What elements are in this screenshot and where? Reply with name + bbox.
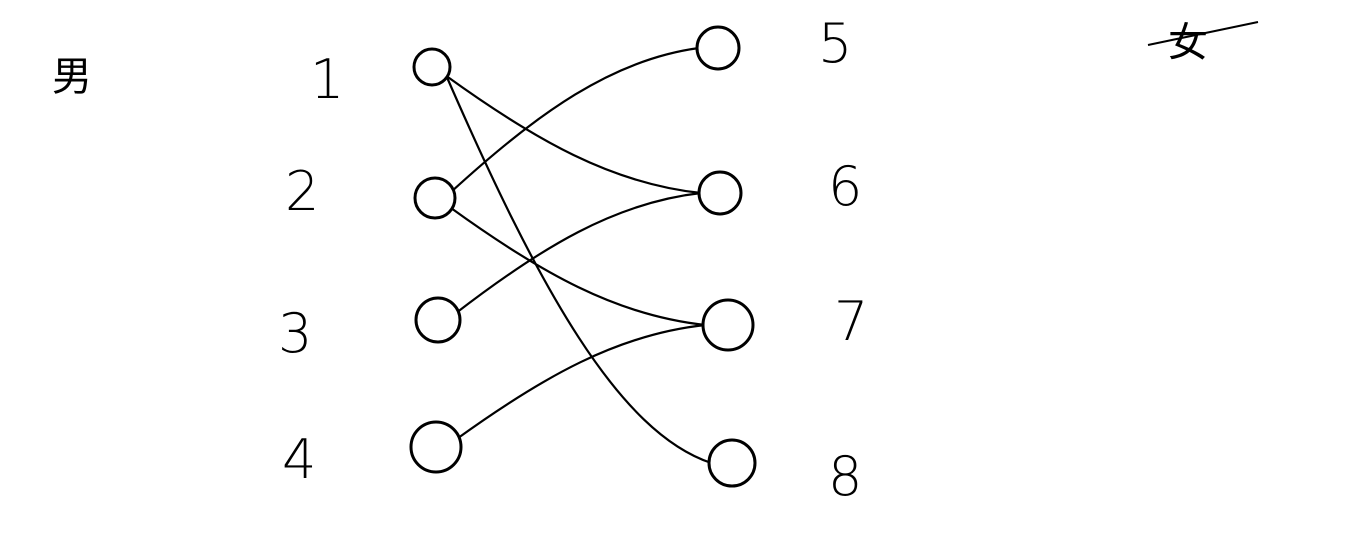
node-7 — [701, 298, 755, 352]
edge-2-7 — [449, 206, 707, 327]
node-label-8: 8 — [828, 445, 862, 508]
node-4 — [409, 420, 463, 474]
node-1 — [412, 47, 452, 87]
node-8 — [707, 438, 757, 488]
strike-through-line — [1147, 21, 1259, 46]
node-2 — [413, 176, 457, 220]
edge-1-6 — [445, 74, 703, 195]
node-label-4: 4 — [282, 428, 316, 491]
edge-2-5 — [449, 46, 701, 194]
node-5 — [695, 25, 741, 71]
node-3 — [414, 296, 462, 344]
edge-1-8 — [445, 74, 713, 465]
node-label-2: 2 — [285, 160, 319, 223]
node-label-3: 3 — [278, 302, 312, 365]
right-group-label-group: 女 — [1147, 20, 1259, 66]
node-label-1: 1 — [310, 48, 344, 111]
node-label-7: 7 — [834, 290, 868, 353]
nodes-layer — [409, 25, 757, 488]
edges-layer — [445, 46, 713, 465]
right-group-label: 女 — [1168, 20, 1208, 66]
edge-3-6 — [454, 191, 703, 315]
labels-layer: 1 2 3 4 5 6 7 8 — [278, 12, 868, 508]
left-group-label: 男 — [52, 54, 92, 100]
node-6 — [697, 170, 743, 216]
node-label-5: 5 — [818, 12, 852, 75]
node-label-6: 6 — [828, 155, 862, 218]
edge-4-7 — [454, 323, 707, 441]
